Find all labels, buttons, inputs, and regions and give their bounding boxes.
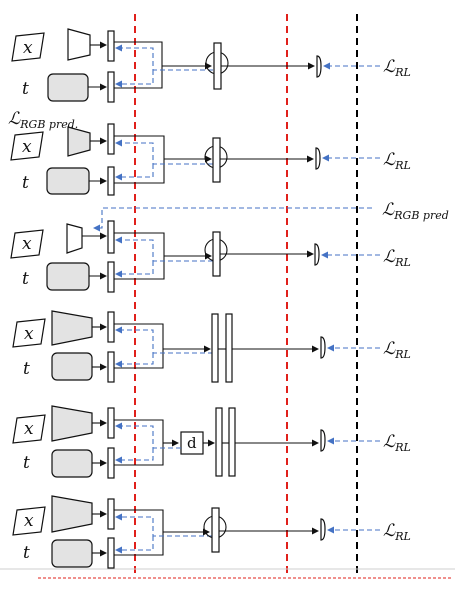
output-head bbox=[316, 55, 322, 78]
t-feature-bar bbox=[107, 261, 115, 293]
t-feature-bar bbox=[107, 351, 115, 383]
rgb-pred-label-row3: ℒRGB pred bbox=[382, 200, 449, 222]
time-encoder-box bbox=[51, 449, 93, 478]
x-feature-bar bbox=[107, 123, 115, 155]
t-feature-bar bbox=[107, 166, 115, 196]
time-encoder-box bbox=[51, 539, 93, 568]
t-feature-bar bbox=[107, 537, 115, 569]
t-feature-bar bbox=[107, 71, 115, 103]
x-label: x bbox=[24, 324, 34, 344]
policy-bar bbox=[212, 137, 221, 183]
x-label: x bbox=[24, 511, 34, 531]
row-3: x t ℒRL bbox=[10, 220, 411, 293]
x-input-box bbox=[12, 414, 46, 444]
time-encoder-box bbox=[46, 262, 90, 291]
image-encoder-trapezoid bbox=[51, 310, 93, 346]
fusion-bar-1 bbox=[215, 407, 223, 477]
rl-loss-label: ℒRL bbox=[383, 339, 411, 361]
x-input-box bbox=[10, 131, 44, 161]
image-encoder-trapezoid bbox=[66, 223, 83, 254]
output-head bbox=[315, 147, 321, 170]
row-5: x t d ℒRL bbox=[12, 405, 411, 479]
row-4: x t ℒRL bbox=[12, 310, 411, 383]
x-input-box bbox=[11, 32, 45, 62]
row-2: x t ℒRL bbox=[10, 123, 411, 196]
x-label: x bbox=[22, 137, 32, 157]
x-feature-bar bbox=[107, 30, 115, 62]
t-label: t bbox=[23, 453, 30, 473]
rl-loss-label: ℒRL bbox=[383, 521, 411, 543]
output-head bbox=[314, 243, 320, 266]
rl-loss-label: ℒRL bbox=[383, 150, 411, 172]
x-label: x bbox=[23, 38, 33, 58]
image-encoder-trapezoid bbox=[51, 495, 93, 533]
output-head bbox=[320, 429, 326, 452]
t-feature-bar bbox=[107, 447, 115, 479]
output-head bbox=[320, 518, 326, 541]
t-label: t bbox=[23, 543, 30, 563]
x-feature-bar bbox=[107, 220, 115, 254]
x-label: x bbox=[22, 234, 32, 254]
x-feature-bar bbox=[107, 498, 115, 530]
fusion-bar-2 bbox=[225, 313, 233, 383]
t-label: t bbox=[22, 269, 29, 289]
time-encoder-box bbox=[47, 73, 89, 102]
x-label: x bbox=[24, 419, 34, 439]
policy-bar bbox=[212, 231, 221, 277]
output-head bbox=[320, 336, 326, 359]
policy-bar bbox=[213, 42, 222, 90]
fusion-bar-1 bbox=[211, 313, 219, 383]
t-label: t bbox=[23, 359, 30, 379]
fusion-bar-2 bbox=[228, 407, 236, 477]
time-encoder-box bbox=[51, 352, 93, 381]
policy-bar bbox=[211, 507, 220, 553]
rgb-pred-feedback-line bbox=[93, 207, 372, 232]
rl-loss-label: ℒRL bbox=[383, 247, 411, 269]
x-input-box bbox=[12, 318, 46, 348]
rl-loss-label: ℒRL bbox=[383, 57, 411, 79]
rgb-pred-label-row2: ℒRGB pred. bbox=[8, 109, 78, 131]
t-label: t bbox=[22, 173, 29, 193]
d-label: d bbox=[187, 434, 197, 452]
t-label: t bbox=[22, 79, 29, 99]
image-encoder-trapezoid bbox=[67, 126, 91, 157]
x-input-box bbox=[12, 506, 46, 536]
x-feature-bar bbox=[107, 311, 115, 343]
row-6: x t ℒRL bbox=[12, 495, 411, 569]
rl-loss-label: ℒRL bbox=[383, 432, 411, 454]
row-1: x t ℒRL bbox=[11, 28, 411, 103]
x-feature-bar bbox=[107, 407, 115, 439]
image-encoder-trapezoid bbox=[67, 28, 91, 61]
image-encoder-trapezoid bbox=[51, 405, 93, 442]
time-encoder-box bbox=[46, 167, 90, 195]
x-input-box bbox=[10, 229, 44, 259]
